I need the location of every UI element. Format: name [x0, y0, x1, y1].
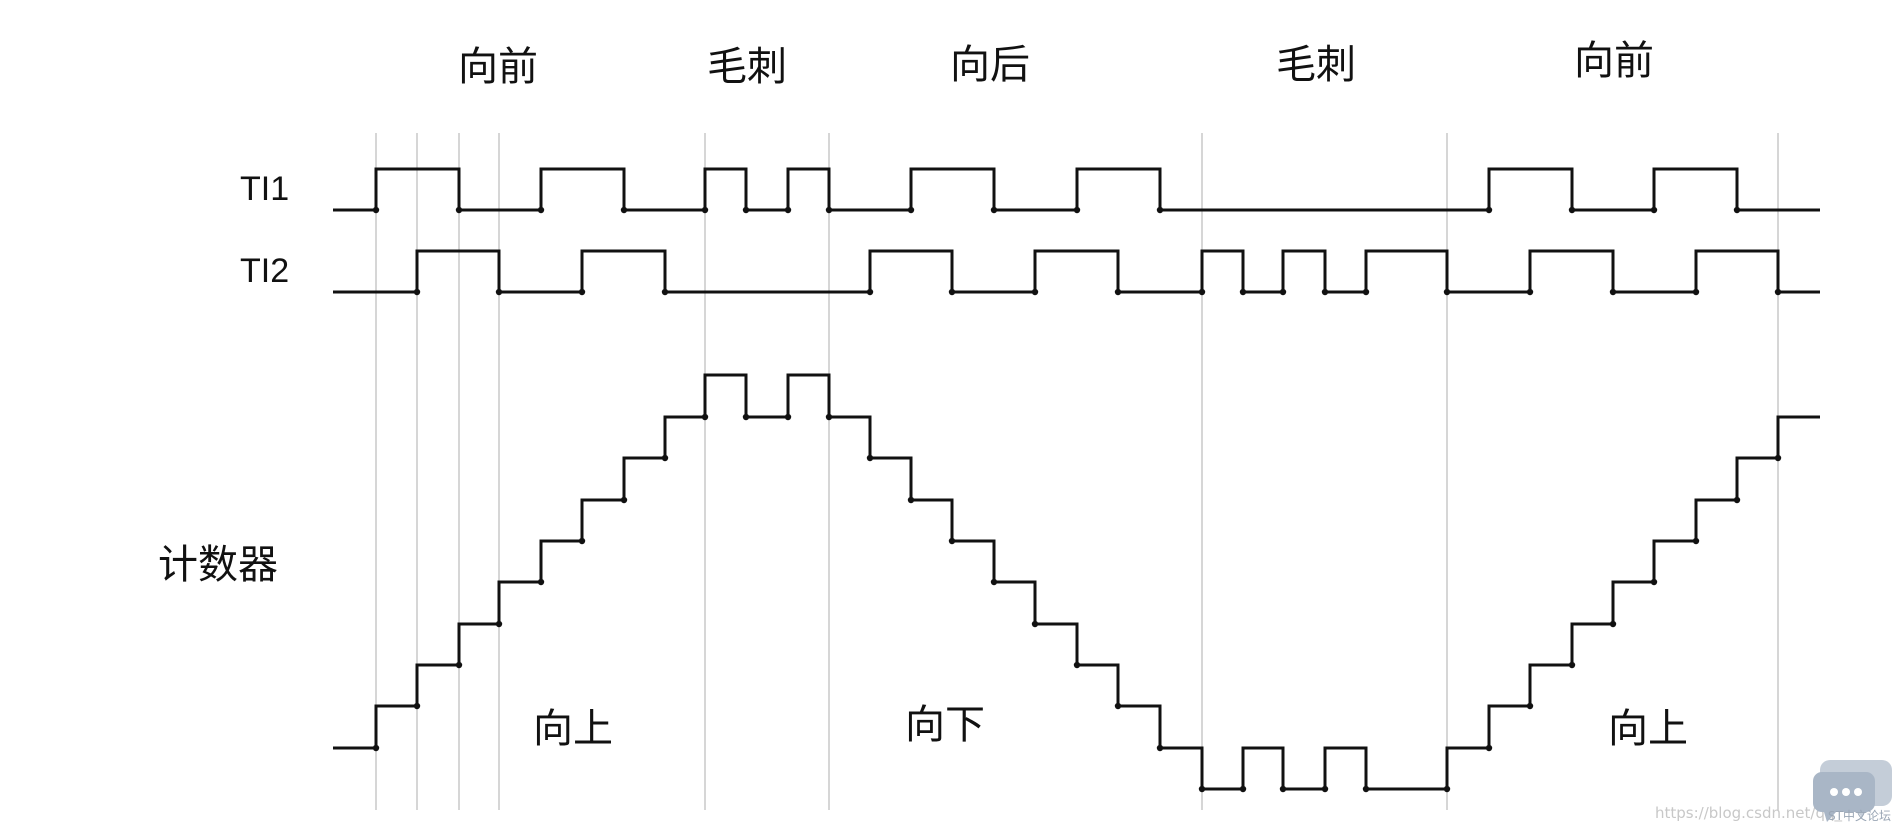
transition-dot	[866, 454, 874, 462]
transition-dot	[455, 206, 463, 214]
transition-dot	[825, 206, 833, 214]
transition-dot	[1362, 785, 1370, 793]
transition-dot	[1609, 620, 1617, 628]
transition-dot	[1485, 206, 1493, 214]
transition-dot	[1156, 206, 1164, 214]
transition-dot	[1733, 496, 1741, 504]
watermark-brand: ST中文论坛	[1828, 808, 1891, 823]
transition-dot	[1609, 288, 1617, 296]
ti2-label: TI2	[240, 252, 289, 290]
transition-dot	[661, 454, 669, 462]
ti2-waveform	[333, 249, 1820, 294]
transition-dot	[1073, 206, 1081, 214]
watermark: https://blog.csdn.net/qq_ ST中文论坛	[1655, 760, 1892, 823]
transition-dot	[1279, 785, 1287, 793]
chat-bubble-icon	[1813, 760, 1892, 822]
transition-dot	[1568, 206, 1576, 214]
phase-label-glitch-1: 毛刺	[707, 44, 787, 90]
transition-dot	[495, 620, 503, 628]
transition-dot	[1526, 288, 1534, 296]
transition-dot	[742, 413, 750, 421]
transition-dot	[537, 578, 545, 586]
transition-dot	[620, 496, 628, 504]
transition-dot	[372, 206, 380, 214]
transition-dot	[1362, 288, 1370, 296]
transition-dot	[1650, 578, 1658, 586]
transition-dot	[1443, 288, 1451, 296]
transition-dot	[701, 206, 709, 214]
transition-dot	[1485, 744, 1493, 752]
watermark-url: https://blog.csdn.net/qq_	[1655, 804, 1842, 823]
transition-dot	[948, 537, 956, 545]
transition-dot	[1650, 206, 1658, 214]
transition-dot	[372, 744, 380, 752]
direction-label-up-1: 向上	[533, 706, 613, 752]
counter-label: 计数器	[158, 542, 278, 588]
counter-waveform	[333, 373, 1820, 791]
transition-dot	[1239, 785, 1247, 793]
direction-label-down: 向下	[905, 702, 985, 748]
transition-dot	[1443, 785, 1451, 793]
transition-dot	[537, 206, 545, 214]
transition-dot	[1526, 702, 1534, 710]
phase-labels: 向前 毛刺 向后 毛刺 向前	[458, 38, 1654, 90]
transition-dot	[1031, 288, 1039, 296]
transition-dot	[990, 578, 998, 586]
transition-dot	[413, 702, 421, 710]
transition-dot	[701, 413, 709, 421]
transition-dot	[1692, 288, 1700, 296]
ti1-waveform	[333, 167, 1820, 212]
transition-dot	[1774, 454, 1782, 462]
transition-dot	[1031, 620, 1039, 628]
ti1-label: TI1	[240, 170, 289, 208]
transition-dot	[1156, 744, 1164, 752]
transition-dot	[620, 206, 628, 214]
direction-label-up-2: 向上	[1608, 706, 1688, 752]
transition-dot	[825, 413, 833, 421]
transition-dot	[413, 288, 421, 296]
direction-labels: 向上 向下 向上	[533, 702, 1688, 752]
transition-dot	[661, 288, 669, 296]
phase-label-forward-2: 向前	[1574, 38, 1654, 84]
transition-dot	[1073, 661, 1081, 669]
phase-label-forward-1: 向前	[458, 44, 538, 90]
transition-dot	[784, 206, 792, 214]
transition-dot	[1279, 288, 1287, 296]
transition-dot	[1321, 785, 1329, 793]
transition-dot	[1114, 288, 1122, 296]
transition-dot	[455, 661, 463, 669]
transition-dot	[742, 206, 750, 214]
transition-dot	[907, 496, 915, 504]
transition-dot	[1733, 206, 1741, 214]
transition-dot	[1114, 702, 1122, 710]
transition-dot	[1321, 288, 1329, 296]
transition-dot	[1198, 288, 1206, 296]
transition-dot	[1692, 537, 1700, 545]
transition-dots	[372, 206, 1782, 793]
guide-lines	[375, 133, 1779, 810]
phase-label-glitch-2: 毛刺	[1276, 42, 1356, 88]
transition-dot	[990, 206, 998, 214]
transition-dot	[495, 288, 503, 296]
transition-dot	[578, 537, 586, 545]
transition-dot	[1198, 785, 1206, 793]
transition-dot	[1774, 288, 1782, 296]
transition-dot	[784, 413, 792, 421]
phase-label-backward: 向后	[950, 42, 1030, 88]
transition-dot	[907, 206, 915, 214]
transition-dot	[1568, 661, 1576, 669]
transition-dot	[866, 288, 874, 296]
transition-dot	[1239, 288, 1247, 296]
transition-dot	[578, 288, 586, 296]
transition-dot	[948, 288, 956, 296]
